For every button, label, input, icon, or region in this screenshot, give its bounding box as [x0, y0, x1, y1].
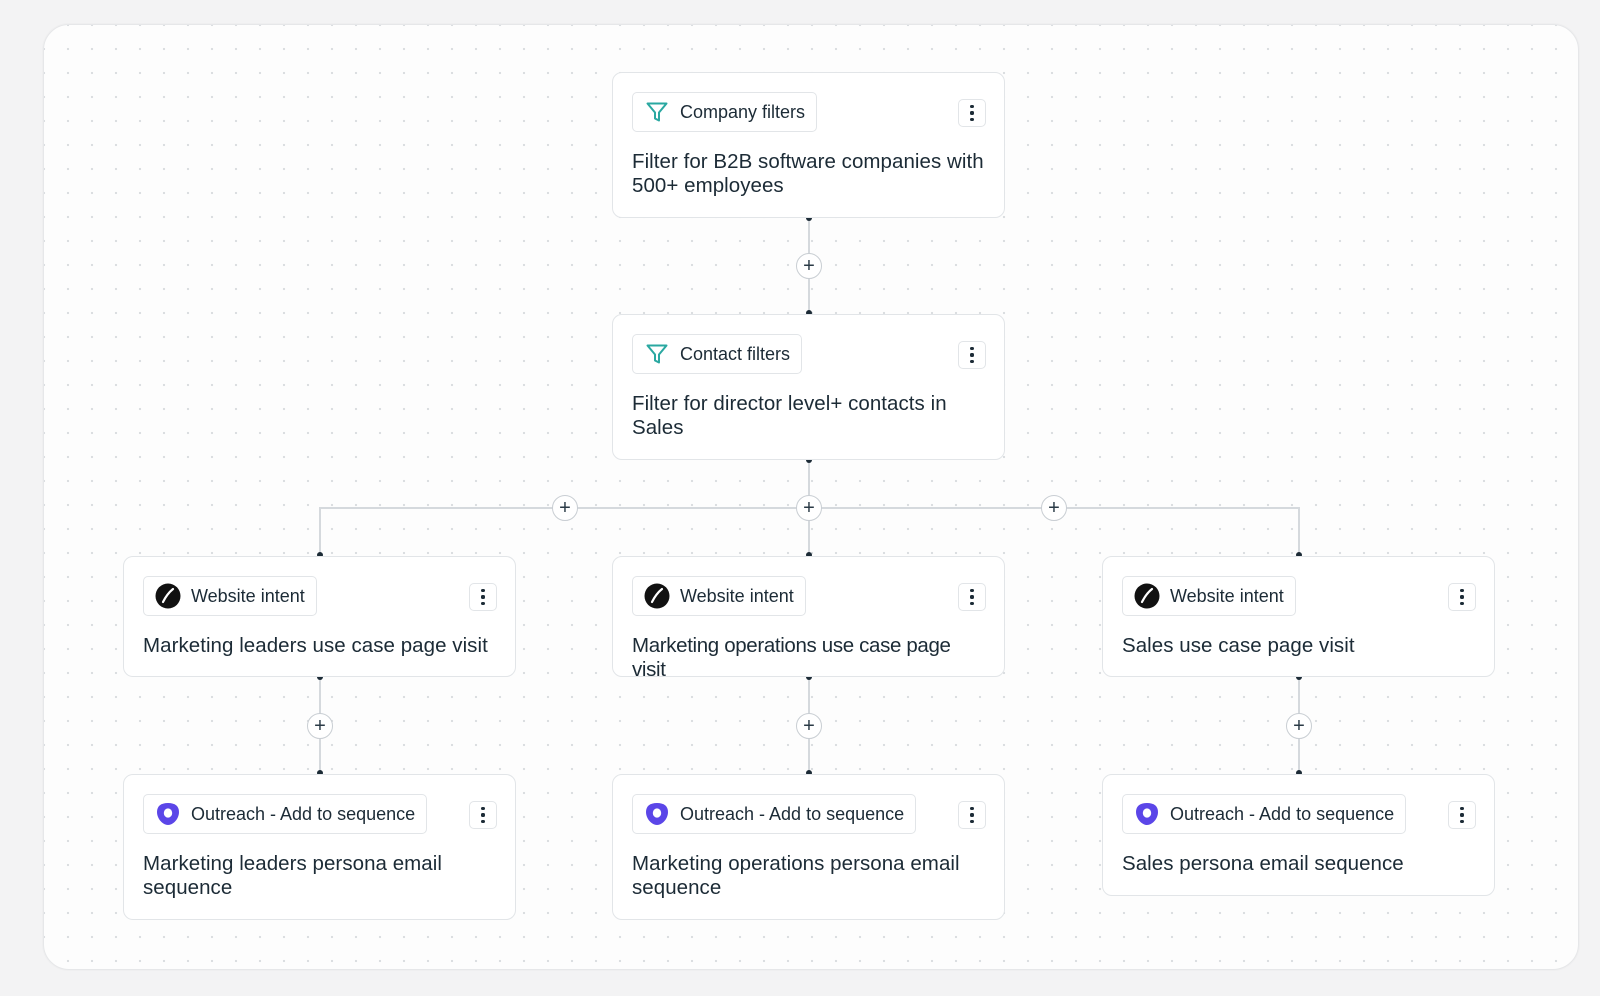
contact-filters-node[interactable]: Contact filters Filter for director leve…: [612, 314, 1005, 460]
node-type-label: Outreach - Add to sequence: [191, 803, 416, 824]
website-intent-node-marketing-leaders[interactable]: Website intent Marketing leaders use cas…: [123, 556, 516, 677]
add-step-button[interactable]: +: [796, 495, 822, 521]
add-branch-left-button[interactable]: +: [552, 495, 578, 521]
node-description: Filter for director level+ contacts in S…: [632, 392, 947, 439]
add-step-button[interactable]: +: [1286, 713, 1312, 739]
outreach-node-marketing-operations[interactable]: Outreach - Add to sequence Marketing ope…: [612, 774, 1005, 920]
node-description: Marketing operations use case page visit: [632, 634, 951, 681]
website-intent-icon: [1134, 583, 1160, 609]
node-description: Marketing leaders persona email sequence: [143, 852, 442, 899]
outreach-node-sales[interactable]: Outreach - Add to sequence Sales persona…: [1102, 774, 1495, 896]
more-options-button[interactable]: [1448, 583, 1476, 611]
outreach-icon: [644, 801, 670, 827]
node-type-chip: Outreach - Add to sequence: [1122, 794, 1407, 834]
plus-icon: +: [803, 496, 815, 519]
node-type-label: Outreach - Add to sequence: [680, 803, 905, 824]
node-type-label: Website intent: [1170, 585, 1284, 606]
node-type-chip: Outreach - Add to sequence: [632, 794, 917, 834]
node-description: Marketing operations persona email seque…: [632, 852, 960, 899]
node-type-label: Outreach - Add to sequence: [1170, 803, 1395, 824]
add-step-button[interactable]: +: [307, 713, 333, 739]
more-options-button[interactable]: [958, 341, 986, 369]
node-type-chip: Contact filters: [632, 334, 803, 374]
company-filters-node[interactable]: Company filters Filter for B2B software …: [612, 72, 1005, 218]
more-options-button[interactable]: [469, 583, 497, 611]
node-type-label: Website intent: [191, 585, 305, 606]
node-description: Filter for B2B software companies with 5…: [632, 150, 984, 197]
funnel-filter-icon: [644, 99, 670, 125]
node-type-label: Website intent: [680, 585, 794, 606]
more-options-button[interactable]: [469, 801, 497, 829]
node-description: Marketing leaders use case page visit: [143, 634, 488, 657]
plus-icon: +: [559, 496, 571, 519]
plus-icon: +: [1293, 714, 1305, 737]
node-type-chip: Company filters: [632, 92, 818, 132]
more-options-button[interactable]: [958, 801, 986, 829]
node-type-chip: Website intent: [143, 576, 317, 616]
more-options-button[interactable]: [958, 99, 986, 127]
website-intent-icon: [155, 583, 181, 609]
outreach-icon: [155, 801, 181, 827]
node-type-label: Contact filters: [680, 343, 791, 364]
node-type-chip: Outreach - Add to sequence: [143, 794, 428, 834]
node-type-chip: Website intent: [1122, 576, 1296, 616]
website-intent-node-marketing-operations[interactable]: Website intent Marketing operations use …: [612, 556, 1005, 681]
plus-icon: +: [314, 714, 326, 737]
node-type-chip: Website intent: [632, 576, 806, 616]
more-options-button[interactable]: [1448, 801, 1476, 829]
plus-icon: +: [1048, 496, 1060, 519]
add-step-button[interactable]: +: [796, 713, 822, 739]
node-description: Sales use case page visit: [1122, 634, 1355, 657]
plus-icon: +: [803, 714, 815, 737]
node-description: Sales persona email sequence: [1122, 852, 1404, 875]
outreach-icon: [1134, 801, 1160, 827]
more-options-button[interactable]: [958, 583, 986, 611]
node-type-label: Company filters: [680, 101, 806, 122]
add-step-button[interactable]: +: [796, 253, 822, 279]
plus-icon: +: [803, 254, 815, 277]
website-intent-node-sales[interactable]: Website intent Sales use case page visit: [1102, 556, 1495, 677]
funnel-filter-icon: [644, 341, 670, 367]
website-intent-icon: [644, 583, 670, 609]
outreach-node-marketing-leaders[interactable]: Outreach - Add to sequence Marketing lea…: [123, 774, 516, 920]
add-branch-right-button[interactable]: +: [1041, 495, 1067, 521]
